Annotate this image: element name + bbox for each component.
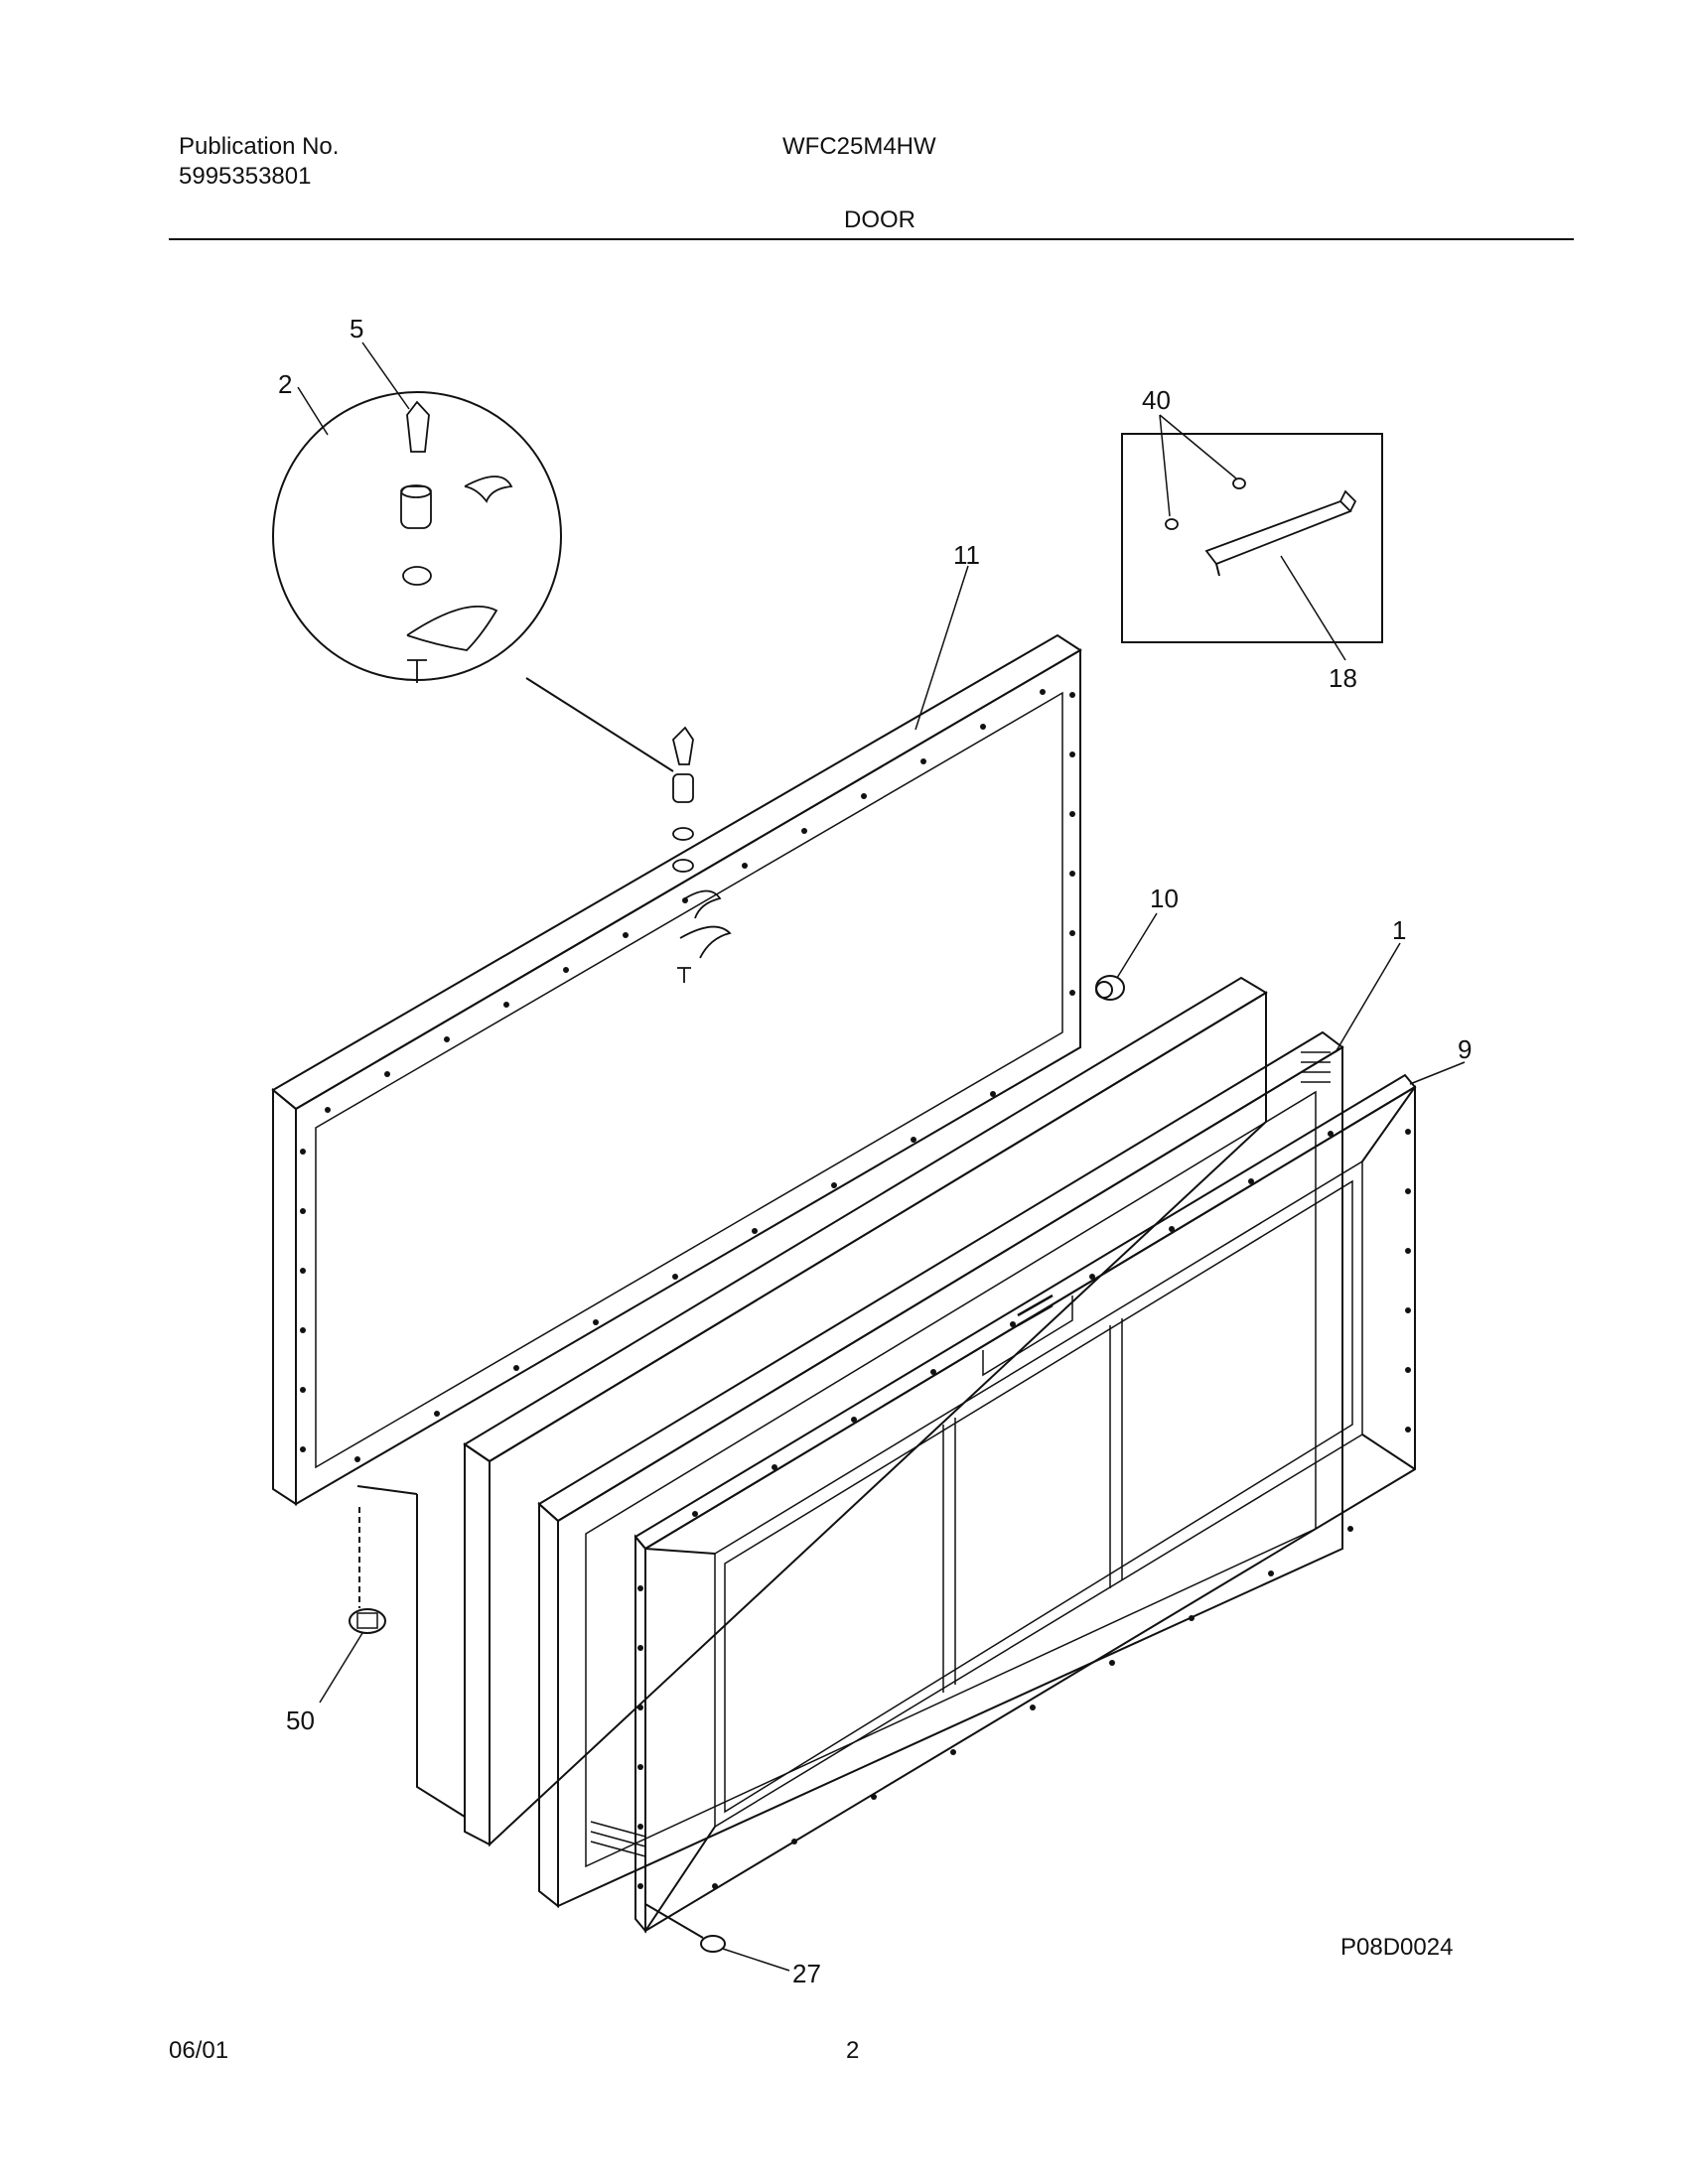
handle-detail-box	[1121, 433, 1383, 643]
door-bumper	[1095, 975, 1125, 1001]
publication-number: 5995353801	[179, 163, 312, 190]
callout-18: 18	[1329, 663, 1357, 693]
breaker-trim	[633, 1073, 1417, 1934]
callout-40: 40	[1142, 385, 1171, 415]
leader-lines	[297, 341, 1466, 1972]
footer-date: 06/01	[169, 2037, 229, 2064]
section-title: DOOR	[844, 206, 915, 233]
hinge-assembly	[672, 726, 732, 983]
door-frame	[537, 1030, 1344, 1909]
diagram-code: P08D0024	[1340, 1934, 1454, 1961]
model-number: WFC25M4HW	[782, 133, 936, 160]
callout-1: 1	[1392, 915, 1406, 945]
callout-27: 27	[792, 1959, 821, 1988]
callout-5: 5	[350, 314, 363, 343]
callout-11: 11	[953, 540, 980, 570]
screw	[644, 1903, 726, 1953]
callout-2: 2	[278, 369, 292, 399]
header-rule	[169, 238, 1574, 240]
door-gasket	[271, 633, 1082, 1506]
door-stop	[349, 1507, 386, 1634]
callout-9: 9	[1458, 1034, 1472, 1064]
callout-10: 10	[1150, 884, 1179, 913]
publication-label: Publication No.	[179, 133, 340, 160]
callout-50: 50	[286, 1706, 315, 1735]
page-number: 2	[846, 2037, 860, 2064]
door-liner-panel	[356, 976, 1268, 1847]
hinge-detail-callout	[272, 391, 674, 772]
